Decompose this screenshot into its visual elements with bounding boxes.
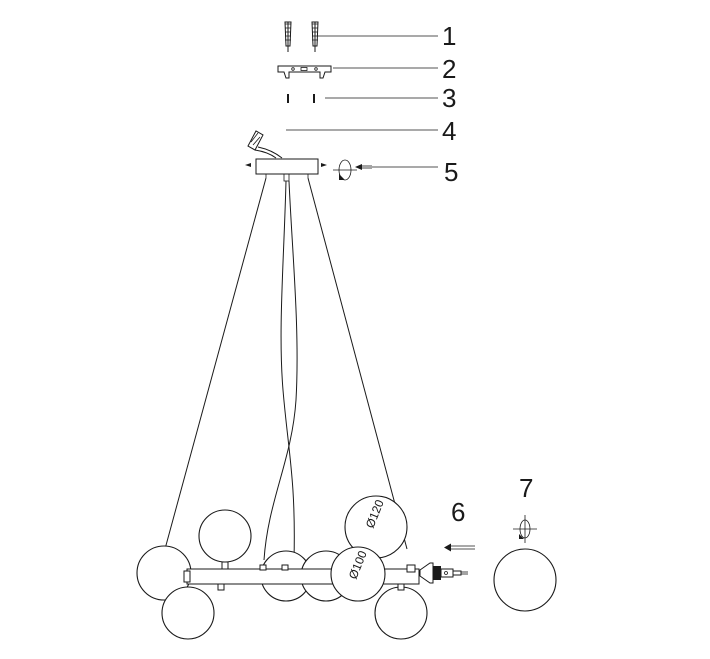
callout-leaders (286, 35, 438, 170)
insert-arrow-6 (444, 543, 475, 552)
ceiling-canopy (245, 158, 357, 182)
globe-bottom-left (161, 586, 215, 640)
suspension-cables (164, 177, 408, 561)
callout-3: 3 (442, 83, 456, 113)
screw-right (313, 94, 315, 103)
rotate-icon (333, 159, 357, 181)
glass-globe-part (493, 515, 557, 612)
screws (287, 94, 315, 103)
power-cord-a (280, 180, 295, 561)
canopy-screw-left (245, 163, 251, 167)
globe-bottom-right (374, 586, 428, 640)
callout-1: 1 (442, 21, 456, 51)
globe-back-left (198, 509, 252, 563)
loose-globe (493, 548, 557, 612)
cable-right (307, 177, 408, 550)
callout-6: 6 (451, 497, 465, 527)
wall-anchors (284, 21, 319, 52)
rotate-icon (513, 515, 537, 543)
anchor-left (284, 21, 292, 52)
terminal-block (247, 130, 283, 159)
light-fixture-frame (136, 495, 428, 640)
callout-2: 2 (442, 54, 456, 84)
callout-5: 5 (444, 157, 458, 187)
canopy-screw-right (321, 163, 327, 167)
power-cord-b (263, 180, 298, 561)
callout-7: 7 (519, 473, 533, 503)
cable-left (164, 177, 267, 550)
bulb-holder (419, 562, 468, 584)
screw-left (287, 94, 289, 103)
anchor-right (311, 21, 319, 52)
callout-4: 4 (442, 116, 456, 146)
mounting-bracket (277, 65, 332, 79)
globe-small-front (330, 546, 386, 602)
